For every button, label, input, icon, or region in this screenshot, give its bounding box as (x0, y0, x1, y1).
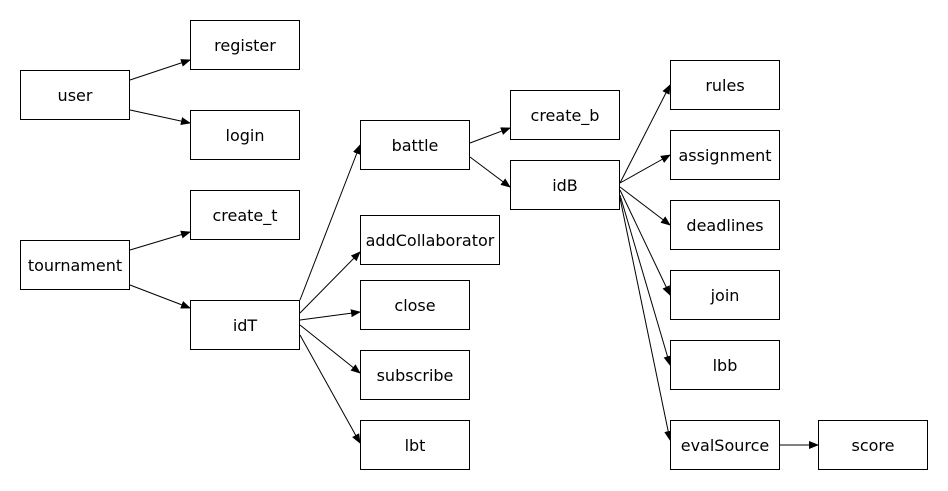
edge-idB-to-join (619, 189, 671, 296)
node-subscribe: subscribe (360, 350, 470, 400)
edge-idT-to-lbt (299, 334, 361, 444)
node-label: battle (391, 135, 439, 155)
node-evalSource: evalSource (670, 420, 780, 470)
node-rules: rules (670, 60, 780, 110)
node-lbb: lbb (670, 340, 780, 390)
node-label: create_b (530, 105, 600, 125)
node-create_t: create_t (190, 190, 300, 240)
node-label: rules (705, 75, 745, 95)
edge-idB-to-lbb (619, 194, 672, 366)
node-label: assignment (678, 145, 772, 165)
node-label: lbt (404, 435, 426, 455)
edge-battle-to-idB (469, 156, 511, 188)
node-label: register (214, 35, 276, 55)
node-label: close (394, 295, 436, 315)
edge-idT-to-addCollaborator (299, 251, 361, 314)
edge-battle-to-create_b (469, 127, 511, 144)
node-create_b: create_b (510, 90, 620, 140)
node-join: join (670, 270, 780, 320)
node-label: subscribe (376, 365, 454, 385)
node-label: evalSource (680, 435, 770, 455)
node-label: score (851, 435, 895, 455)
edge-idB-to-rules (619, 84, 671, 184)
node-close: close (360, 280, 470, 330)
node-user: user (20, 70, 130, 120)
node-tournament: tournament (20, 240, 130, 290)
edge-tournament-to-create_t (129, 230, 191, 251)
edge-idT-to-battle (299, 144, 361, 301)
node-label: addCollaborator (365, 230, 495, 250)
node-label: tournament (27, 255, 123, 275)
node-addCollaborator: addCollaborator (360, 215, 500, 265)
node-login: login (190, 110, 300, 160)
edge-idT-to-subscribe (299, 324, 361, 374)
node-label: idT (232, 315, 258, 335)
node-label: lbb (712, 355, 738, 375)
edge-user-to-login (129, 109, 191, 126)
node-assignment: assignment (670, 130, 780, 180)
node-register: register (190, 20, 300, 70)
node-idB: idB (510, 160, 620, 210)
node-score: score (818, 420, 928, 470)
edge-user-to-register (129, 59, 191, 81)
node-deadlines: deadlines (670, 200, 780, 250)
node-label: user (57, 85, 93, 105)
node-label: join (710, 285, 740, 305)
edge-idT-to-close (299, 309, 361, 321)
node-lbt: lbt (360, 420, 470, 470)
node-battle: battle (360, 120, 470, 170)
edge-idB-to-evalSource (619, 197, 673, 441)
node-label: create_t (212, 205, 278, 225)
node-label: login (225, 125, 265, 145)
node-label: idB (552, 175, 578, 195)
edge-idB-to-deadlines (619, 186, 671, 226)
edge-tournament-to-idT (129, 284, 191, 309)
node-label: deadlines (686, 215, 764, 235)
node-idT: idT (190, 300, 300, 350)
edge-idB-to-assignment (619, 154, 671, 184)
